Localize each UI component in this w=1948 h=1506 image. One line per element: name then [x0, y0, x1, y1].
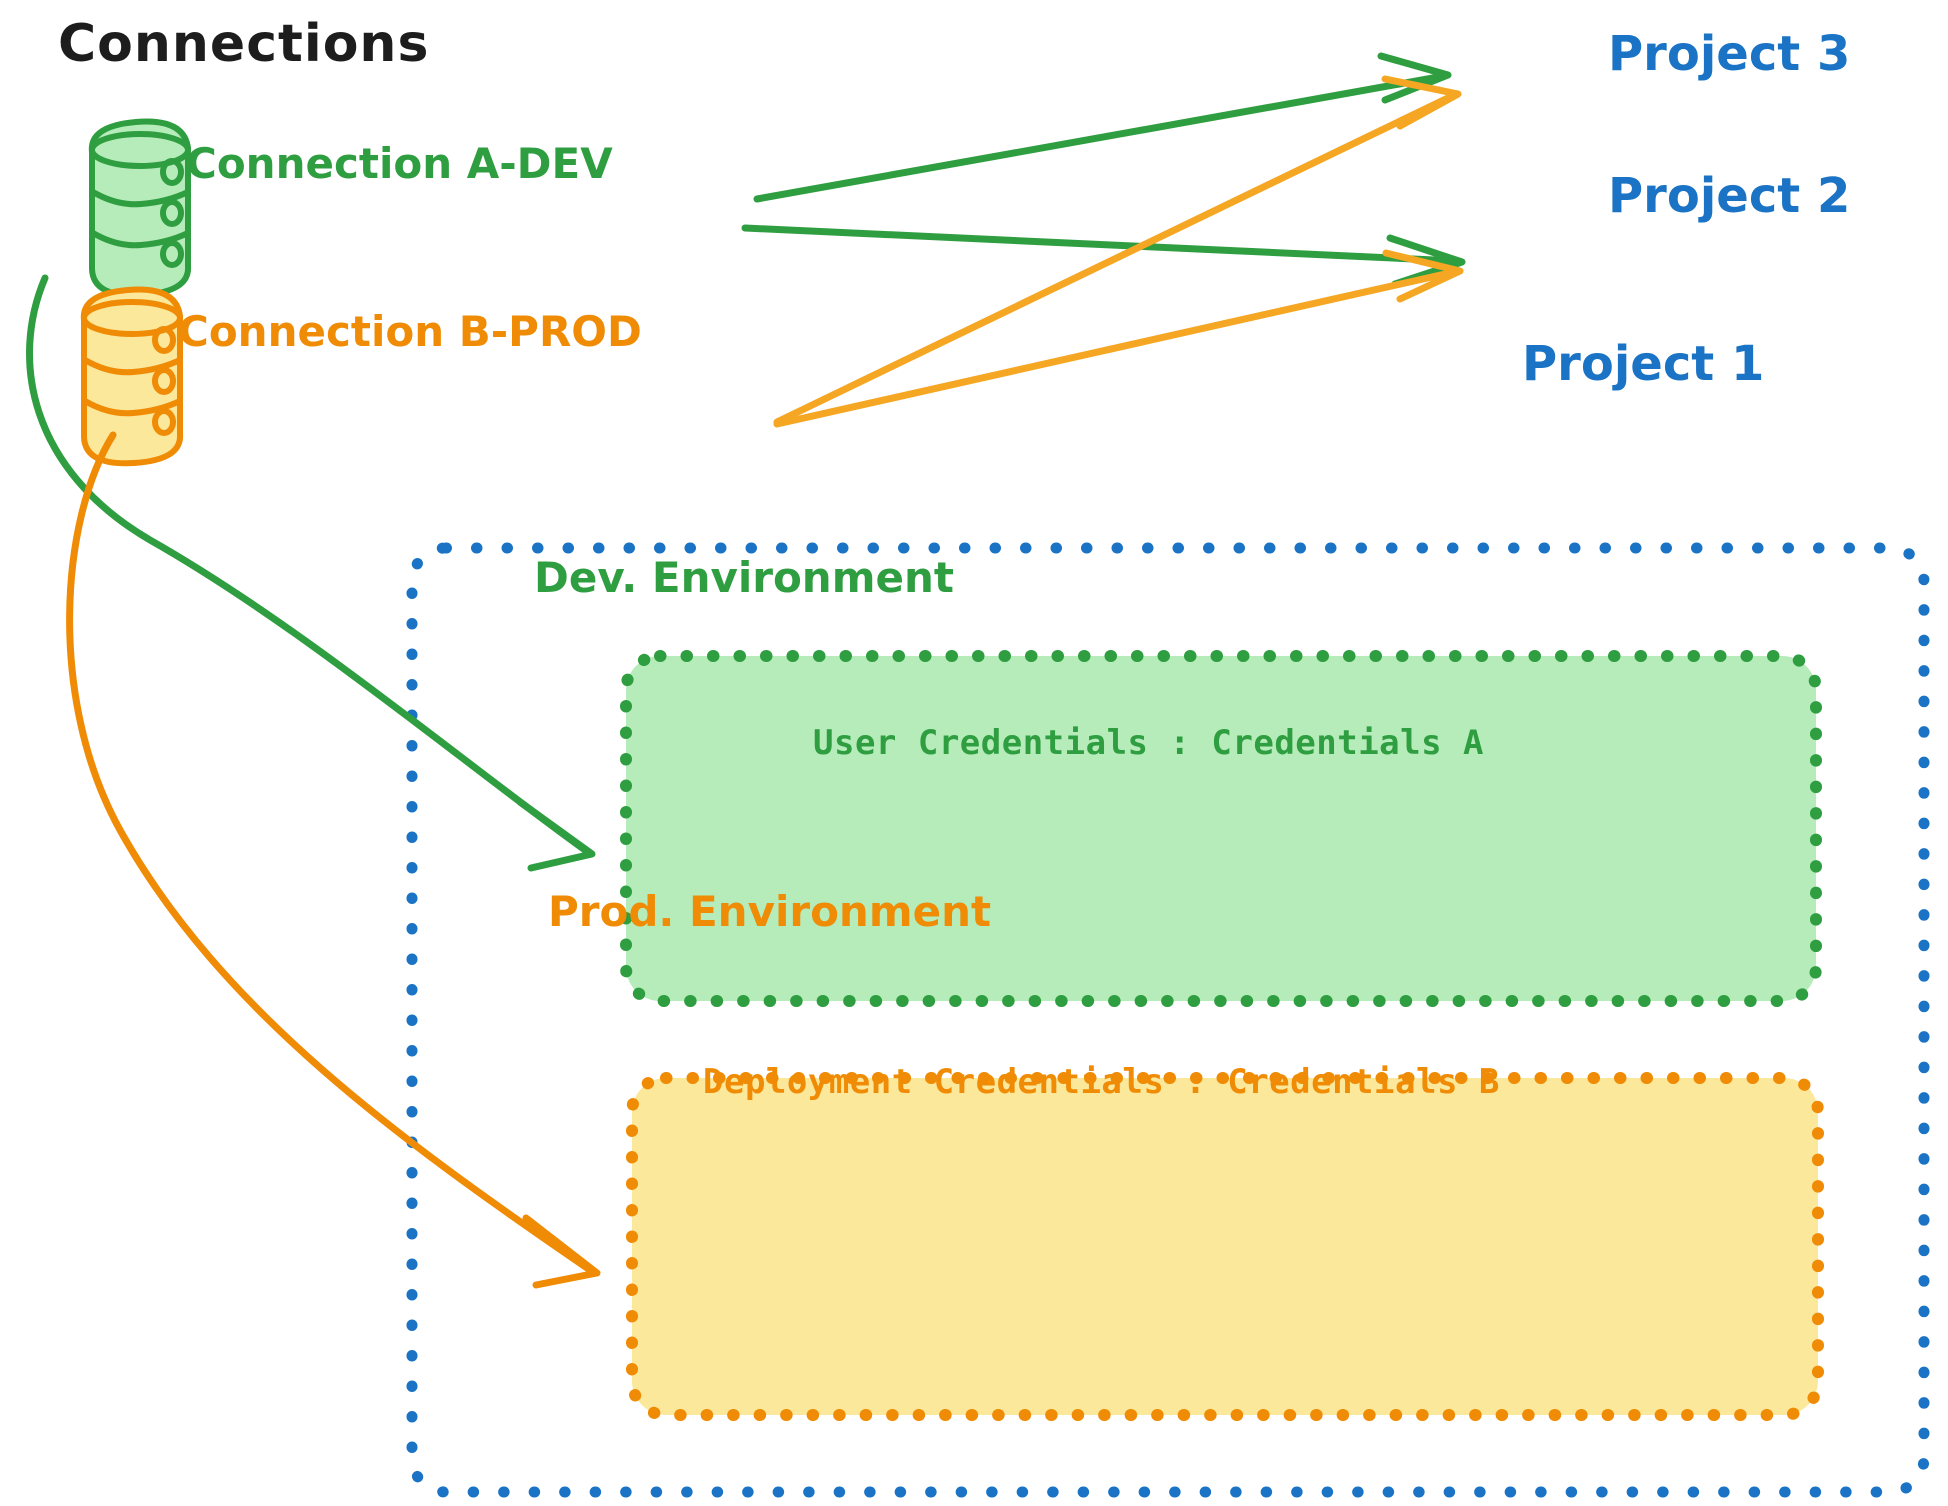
prod-environment-title: Prod. Environment [548, 887, 992, 936]
edge-a-dev-to-project-3 [753, 52, 1452, 203]
project-1-container [406, 542, 1930, 1498]
edge-b-prod-to-prod-environment [66, 431, 601, 1289]
edge-b-prod-to-project-2 [773, 249, 1464, 428]
edge-b-prod-to-project-3 [773, 75, 1462, 426]
project-2-label[interactable]: Project 2 [1608, 168, 1851, 224]
page-title: Connections [58, 14, 430, 74]
prod-environment-credentials: Deployment Credentials : Credentials B [703, 1062, 1500, 1102]
edge-a-dev-to-project-2 [741, 224, 1466, 288]
database-icon-connection-b[interactable] [80, 286, 184, 467]
edge-a-dev-to-dev-environment [26, 274, 596, 872]
dev-environment-credentials: User Credentials : Credentials A [813, 723, 1485, 763]
dev-environment-title: Dev. Environment [534, 553, 954, 602]
connection-b-label[interactable]: Connection B-PROD [178, 307, 642, 356]
prod-environment-box[interactable] [626, 1072, 1824, 1421]
dev-environment-box[interactable] [620, 650, 1822, 1007]
project-3-label[interactable]: Project 3 [1608, 26, 1851, 82]
database-icon-connection-a[interactable] [88, 118, 192, 299]
connection-a-label[interactable]: Connection A-DEV [186, 139, 613, 188]
project-1-label[interactable]: Project 1 [1522, 336, 1765, 392]
